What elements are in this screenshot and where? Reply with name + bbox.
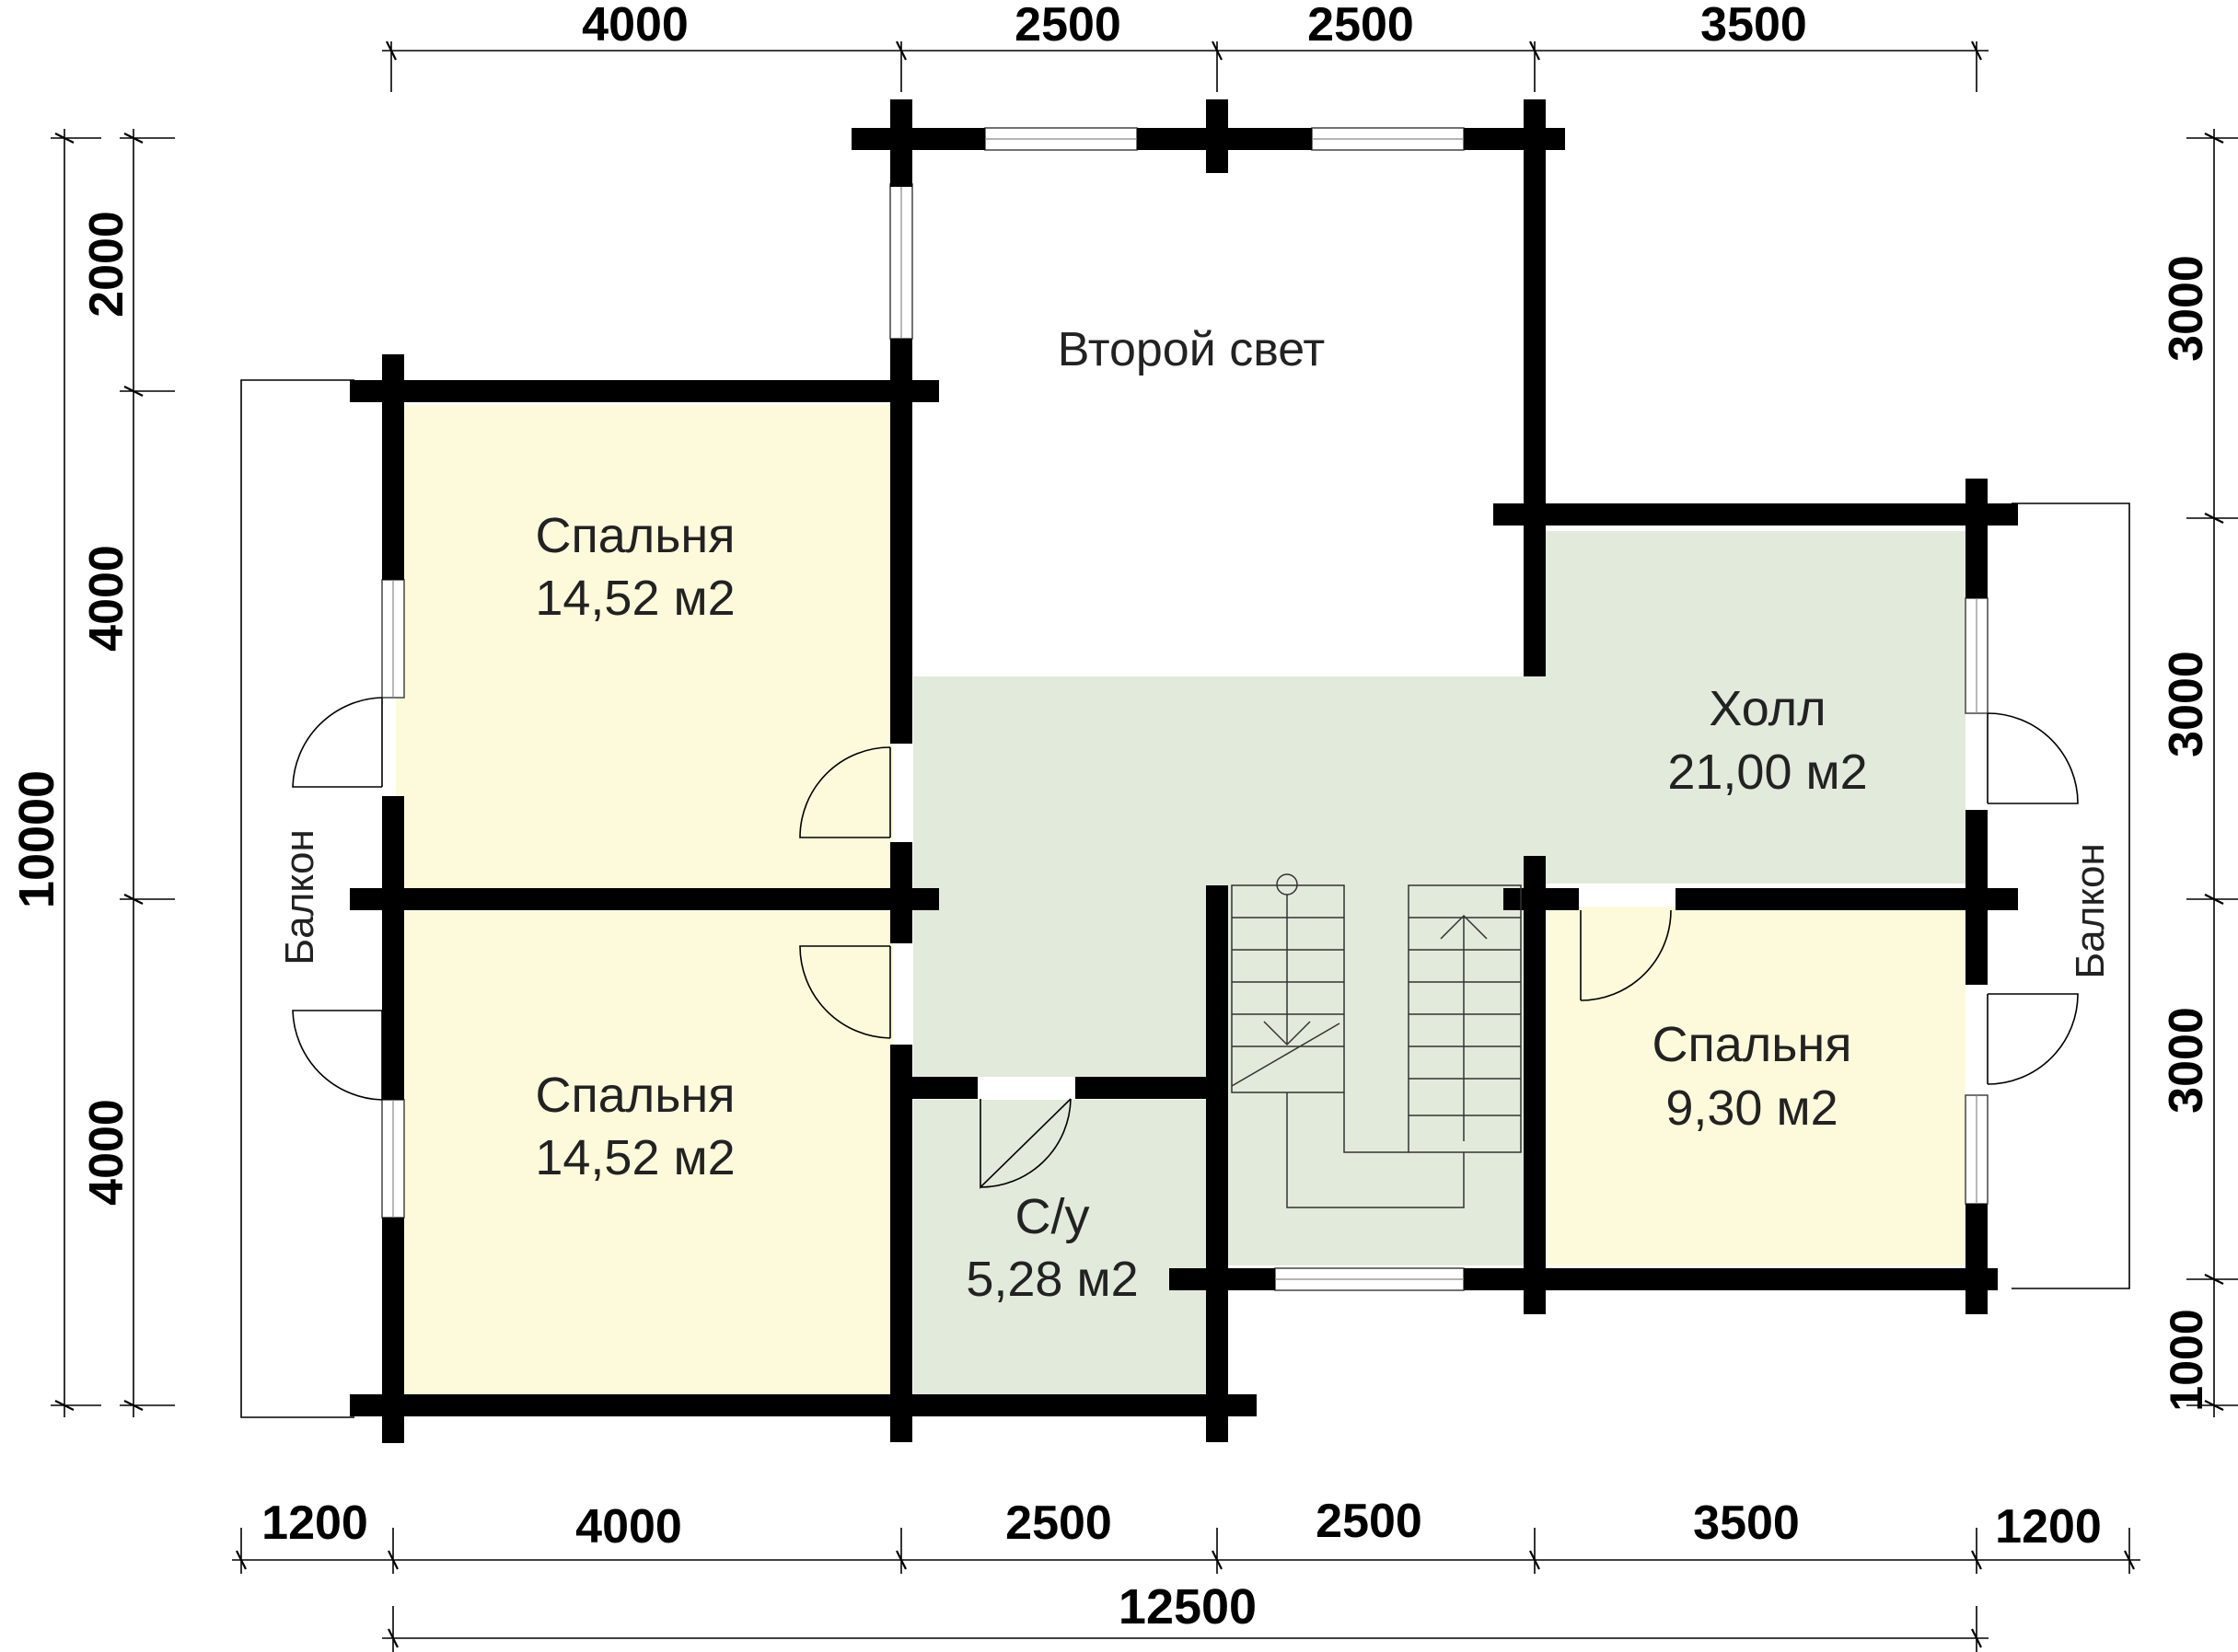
dim-left-1: 2000 <box>80 211 133 318</box>
bedroom-right-fill <box>1547 907 1965 1265</box>
bathroom-fill <box>913 1100 1208 1394</box>
room-second-light-name: Второй свет <box>1058 323 1326 376</box>
wall-stair-bottom-right <box>1464 1268 1998 1290</box>
dim-bottom-3: 2500 <box>1005 1496 1112 1550</box>
dim-left-3: 4000 <box>80 1099 133 1206</box>
post-bottom-right <box>1965 1268 1988 1314</box>
dim-top-4: 3500 <box>1700 0 1807 52</box>
post-hall-top-right <box>1965 479 1988 598</box>
dim-right-4: 1000 <box>2161 1309 2212 1411</box>
dim-right-3: 3000 <box>2160 1007 2213 1114</box>
door-bedroom-right <box>1580 909 1672 1001</box>
stair-arrow-left-head <box>1263 1021 1311 1046</box>
door-balcony-left-lower <box>292 1010 383 1101</box>
dim-bottom-1: 1200 <box>261 1496 368 1550</box>
wall-hall-top <box>1493 503 2018 526</box>
wall-top <box>852 128 985 150</box>
room-bedroom-bottom-left-name: Спальня <box>536 1068 736 1123</box>
wall-between-bedrooms <box>350 888 939 910</box>
room-bedroom-right-area: 9,30 м2 <box>1665 1080 1838 1136</box>
wall-top-right <box>1464 128 1565 150</box>
post-bedroom-top-left <box>382 354 404 580</box>
bedroom-top-left-fill <box>396 405 893 893</box>
wall-bedroom-right-left <box>1524 856 1546 1314</box>
wall-bedroom-right-top-right <box>1676 888 2018 910</box>
dim-bottom-6: 1200 <box>1995 1500 2102 1554</box>
dimension-lines <box>51 40 2238 1652</box>
stair-landing <box>1286 1092 1465 1208</box>
wall-stair-bottom-left <box>1169 1268 1275 1290</box>
walls <box>350 99 2018 1443</box>
room-bathroom-area: 5,28 м2 <box>966 1252 1138 1307</box>
dim-bottom-5: 3500 <box>1693 1496 1800 1550</box>
bedroom-bottom-left-fill <box>396 911 893 1394</box>
door-bedroom-top-left <box>799 746 891 838</box>
room-labels: Второй свет Спальня 14,52 м2 Спальня 14,… <box>277 323 2113 1307</box>
room-balcony-left-name: Балкон <box>277 829 322 965</box>
dim-bottom-2: 4000 <box>575 1500 682 1554</box>
room-hall-name: Холл <box>1709 681 1826 736</box>
door-balcony-left-upper <box>292 697 383 788</box>
balcony-right-outline <box>2012 503 2130 1289</box>
room-bathroom-name: С/у <box>1015 1189 1090 1244</box>
dim-right-2: 3000 <box>2160 651 2213 757</box>
dimension-labels: 4000 2500 2500 3500 1200 4000 2500 2500 … <box>9 0 2213 1635</box>
room-bedroom-right-name: Спальня <box>1652 1017 1852 1072</box>
dim-top-2: 2500 <box>1015 0 1121 52</box>
wall-bedroom-hall-bottom <box>890 1045 912 1440</box>
wall-bathroom-top-left <box>890 1077 978 1099</box>
room-hall-area: 21,00 м2 <box>1667 745 1867 800</box>
room-fills <box>396 405 1965 1394</box>
dim-overall-width: 12500 <box>1119 1579 1257 1635</box>
room-bedroom-top-left-name: Спальня <box>536 508 736 563</box>
dim-right-1: 3000 <box>2160 255 2213 362</box>
balcony-left-outline <box>240 379 354 1418</box>
dim-left-total: 10000 <box>9 770 64 908</box>
wall-bedroom-top <box>350 380 939 402</box>
dim-left-2: 4000 <box>80 545 133 652</box>
wall-stair-left <box>1206 885 1228 1442</box>
dim-top-3: 2500 <box>1307 0 1414 52</box>
stair-left-flight <box>1231 884 1345 1093</box>
stair-right-flight <box>1408 884 1522 1153</box>
wall-second-light-right <box>1524 99 1546 676</box>
windows <box>381 127 1989 1291</box>
wall-left-mid <box>382 796 404 1100</box>
balcony-outlines <box>240 379 2130 1418</box>
door-bathroom <box>980 1098 1072 1189</box>
wall-bathroom-top-right <box>1075 1077 1224 1099</box>
stair-break-line <box>1231 1022 1340 1087</box>
door-balcony-right-upper <box>1987 712 2079 804</box>
wall-second-light-left <box>890 339 912 744</box>
post-bottom-mid <box>890 1394 912 1442</box>
post-top-2 <box>1206 99 1228 173</box>
room-balcony-right-name: Балкон <box>2068 843 2113 979</box>
door-bedroom-bottom-left <box>799 945 891 1039</box>
doors <box>292 697 2079 1189</box>
staircase <box>1231 873 1522 1208</box>
wall-bottom <box>350 1394 1257 1416</box>
stair-area-fill <box>1224 884 1536 1265</box>
dim-top-1: 4000 <box>582 0 689 52</box>
stair-arrow-right-head <box>1440 914 1488 940</box>
post-top-1 <box>890 99 912 187</box>
room-bedroom-top-left-area: 14,52 м2 <box>535 571 735 626</box>
dim-bottom-4: 2500 <box>1316 1495 1422 1548</box>
room-bedroom-bottom-left-area: 14,52 м2 <box>535 1130 735 1185</box>
wall-bedroom-hall-lower <box>890 842 912 943</box>
door-balcony-right-lower <box>1987 993 2079 1085</box>
